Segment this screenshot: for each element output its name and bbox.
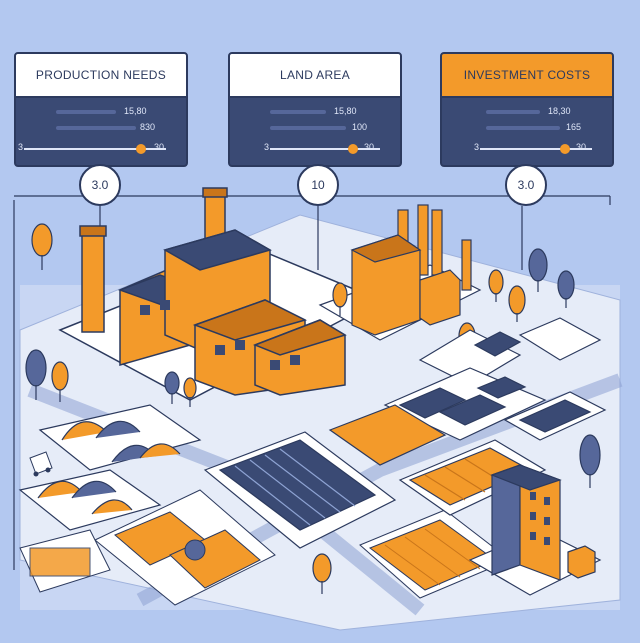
- slider-max-label: 30: [154, 142, 165, 152]
- placeholder-bar: [56, 110, 116, 114]
- callout-investment-costs: 3.0: [505, 164, 547, 206]
- panel-value-primary: 15,80: [124, 106, 147, 116]
- slider-max-label: 30: [576, 142, 587, 152]
- crate-icon: [19, 489, 511, 606]
- placeholder-bar: [270, 110, 326, 114]
- panel-value-secondary: 100: [352, 122, 368, 132]
- panel-title: INVESTMENT COSTS: [442, 54, 612, 98]
- panel-title: PRODUCTION NEEDS: [16, 54, 186, 98]
- slider-min-label: 3: [264, 142, 270, 152]
- panel-body: 15,80 100 3 30: [230, 98, 400, 165]
- panel-value-primary: 18,30: [548, 106, 571, 116]
- placeholder-bar: [486, 126, 560, 130]
- slider-knob: [348, 144, 358, 154]
- slider-knob: [136, 144, 146, 154]
- warehouse-sheds: [203, 431, 397, 549]
- callout-production-needs: 3.0: [79, 164, 121, 206]
- panel-investment-costs: INVESTMENT COSTS 18,30 165 3 30: [440, 52, 614, 167]
- panel-land-area: LAND AREA 15,80 100 3 30: [228, 52, 402, 167]
- slider-track: [24, 148, 166, 150]
- office-building-icon: [468, 464, 602, 596]
- slider-knob: [560, 144, 570, 154]
- panel-body: 15,80 830 3 30: [16, 98, 186, 165]
- panel-title: LAND AREA: [230, 54, 400, 98]
- panel-production-needs: PRODUCTION NEEDS 15,80 830 3 30: [14, 52, 188, 167]
- slider-max-label: 30: [364, 142, 375, 152]
- truck-icon: [29, 451, 53, 477]
- placeholder-bar: [56, 126, 136, 130]
- slider-min-label: 3: [474, 142, 480, 152]
- panel-body: 18,30 165 3 30: [442, 98, 612, 165]
- panel-value-secondary: 830: [140, 122, 156, 132]
- panel-value-secondary: 165: [566, 122, 582, 132]
- placeholder-bar: [270, 126, 346, 130]
- slider-min-label: 3: [18, 142, 24, 152]
- chimney-icon: [318, 204, 482, 341]
- callout-land-area: 10: [297, 164, 339, 206]
- field-plot-icon: [328, 317, 607, 516]
- warehouse-icon: [18, 404, 202, 531]
- panel-value-primary: 15,80: [334, 106, 357, 116]
- slider-track: [480, 148, 592, 150]
- slider-track: [270, 148, 380, 150]
- placeholder-bar: [486, 110, 540, 114]
